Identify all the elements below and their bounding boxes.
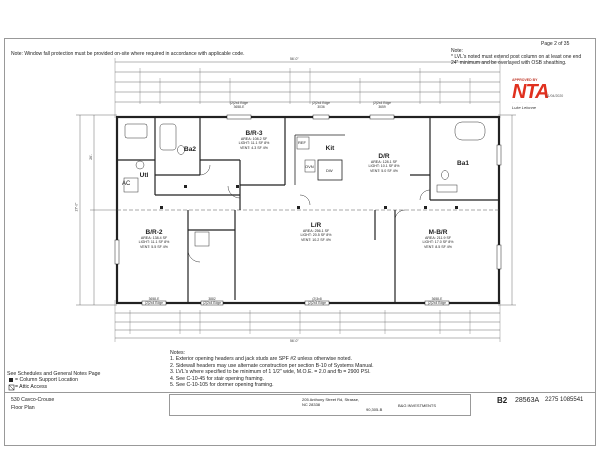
project-address: 205 Anthony Street Rd, Strasse, NC 28338 bbox=[302, 397, 360, 407]
note-5: 5. See C-10-105 for dormer opening frami… bbox=[170, 382, 274, 389]
note-3: 3. LVL's where specified to be minimum o… bbox=[170, 369, 371, 376]
left-total-dimension: 27'-0" bbox=[74, 202, 79, 212]
corner-note: Note: * LVL's noted must extend post col… bbox=[451, 48, 591, 66]
room-ba1: Ba1 bbox=[457, 160, 469, 167]
legend: See Schedules and General Notes Page = C… bbox=[7, 371, 167, 390]
room-ba2: Ba2 bbox=[184, 146, 196, 153]
room-mbr: M-B/R AREA: 211.9 SF LIGHT: 17.0 SF 8% V… bbox=[422, 229, 454, 249]
general-notes: Notes: 1. Exterior opening headers and j… bbox=[170, 350, 490, 388]
room-utl: Utl bbox=[139, 172, 149, 179]
page-label: Page 2 of 35 bbox=[541, 41, 570, 47]
unit-label: 90,305-B bbox=[366, 407, 383, 412]
ref-label: REF bbox=[298, 140, 306, 145]
left-inner-dimension: 26'- bbox=[88, 154, 93, 160]
window-bottom-2: 3882(2)2x4 Edge bbox=[203, 297, 221, 305]
notes-heading: Notes: bbox=[170, 350, 185, 356]
top-total-dimension: 56'-0" bbox=[290, 57, 299, 61]
title-block: 530 Cavco-Crouse Floor Plan 205 Anthony … bbox=[5, 392, 595, 444]
legend-attic-access: = Attic Access bbox=[15, 383, 48, 390]
approval-stamp: APPROVED BY NTA 11/04/2020 . . . . . . .… bbox=[512, 78, 572, 130]
note-4: 4. See C-10-45 for stair opening framing… bbox=[170, 375, 265, 382]
note-1: 1. Exterior opening headers and jack stu… bbox=[170, 356, 352, 363]
room-lr: L/R AREA: 256.1 SF LIGHT: 20.5 SF 8% VEN… bbox=[300, 222, 332, 242]
sheet-name: Floor Plan bbox=[11, 405, 35, 411]
oven-label: OVN bbox=[305, 164, 314, 169]
sheet-code: B2 bbox=[497, 396, 508, 405]
dishwasher-label: DW bbox=[326, 168, 333, 173]
legend-column-support: = Column Support Location bbox=[15, 377, 79, 384]
approval-signature: Luke Lelonne bbox=[512, 104, 537, 110]
bottom-total-dimension: 56'-0" bbox=[290, 339, 299, 343]
sheet-border bbox=[4, 38, 596, 446]
window-bottom-1: 3658-E(2)2x4 Edge bbox=[145, 297, 163, 305]
room-br3: B/R-3 AREA: 108.2 SF LIGHT: 11.1 SF 8% V… bbox=[238, 130, 270, 150]
note-2: 2. Sidewall headers may use alternate co… bbox=[170, 362, 374, 369]
model-name: 530 Cavco-Crouse bbox=[11, 397, 55, 403]
title-info-box: 205 Anthony Street Rd, Strasse, NC 28338… bbox=[169, 394, 471, 416]
window-bottom-4: 3658-E(2)2x4 Edge bbox=[428, 297, 446, 305]
window-fall-note: Note: Window fall protection must be pro… bbox=[11, 51, 245, 57]
legend-line-1: See Schedules and General Notes Page bbox=[7, 371, 101, 377]
company-name: B&G INVESTMENTS bbox=[398, 403, 437, 408]
ac-label: AC bbox=[122, 181, 131, 187]
serial-b: 2275 1085541 bbox=[545, 397, 584, 403]
approval-date: 11/04/2020 bbox=[546, 94, 564, 98]
room-br2: B/R-2 AREA: 138.4 SF LIGHT: 11.1 SF 8% V… bbox=[138, 229, 170, 249]
nta-logo: NTA bbox=[512, 81, 550, 103]
approval-heading: APPROVED BY bbox=[512, 78, 538, 82]
serial-a: 28563A bbox=[515, 397, 540, 404]
room-kit: Kit bbox=[325, 145, 335, 152]
corner-note-heading: Note: bbox=[451, 48, 463, 54]
room-dr: D/R AREA: 128.1 SF LIGHT: 10.1 SF 8% VEN… bbox=[368, 153, 400, 173]
window-bottom-3: (2)3x8(2)2x4 Edge bbox=[308, 297, 326, 305]
corner-note-text: * LVL's noted must extend post column on… bbox=[451, 54, 582, 66]
